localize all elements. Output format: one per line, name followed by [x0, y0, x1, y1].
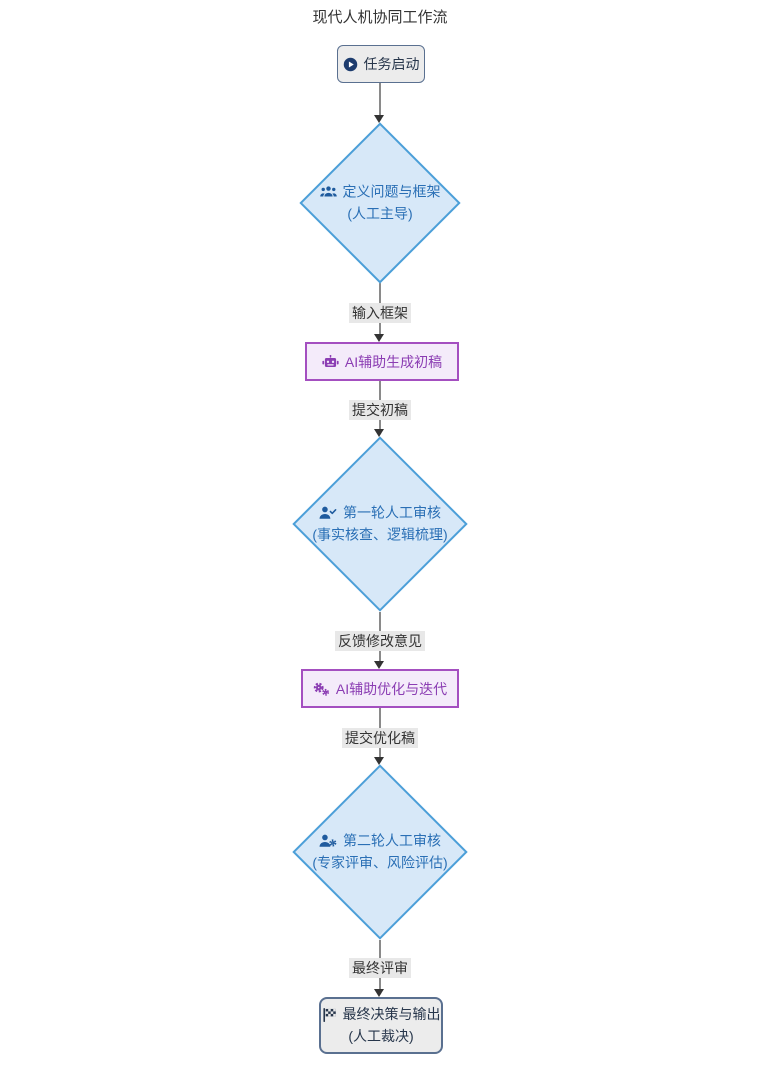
node-label-line2: (专家评审、风险评估) — [312, 854, 448, 870]
arrowhead-icon — [374, 334, 384, 342]
node-task-start: 任务启动 — [337, 45, 425, 83]
node-ai-refine: AI辅助优化与迭代 — [301, 669, 459, 708]
robot-icon — [322, 354, 339, 367]
arrowhead-icon — [374, 429, 384, 437]
node-label-line2: (人工裁决) — [348, 1027, 414, 1044]
edge-label-feedback: 反馈修改意见 — [335, 631, 425, 651]
diagram-title: 现代人机协同工作流 — [312, 9, 448, 26]
node-label-line2: (事实核查、逻辑梳理) — [312, 526, 448, 542]
edge-start-define — [379, 83, 381, 116]
node-label-line2: (人工主导) — [347, 205, 413, 221]
node-label-line1: 第一轮人工审核 — [343, 504, 441, 521]
flag-checkered-icon — [322, 1007, 336, 1022]
edge-label-submit-draft: 提交初稿 — [349, 400, 411, 420]
arrowhead-icon — [374, 757, 384, 765]
node-label-line1: 定义问题与框架 — [342, 183, 441, 200]
user-check-icon — [319, 507, 337, 520]
gears-icon — [313, 682, 329, 696]
node-label: AI辅助生成初稿 — [344, 353, 443, 370]
arrowhead-icon — [374, 115, 384, 123]
node-review2: 第二轮人工审核 (专家评审、风险评估) — [260, 830, 500, 873]
user-gear-icon — [319, 835, 337, 848]
play-circle-icon — [343, 57, 357, 71]
node-review1: 第一轮人工审核 (事实核查、逻辑梳理) — [260, 502, 500, 545]
arrowhead-icon — [374, 661, 384, 669]
node-ai-draft: AI辅助生成初稿 — [305, 342, 459, 381]
edge-label-final-review: 最终评审 — [349, 958, 411, 978]
edge-label-input-frame: 输入框架 — [349, 303, 411, 323]
edge-label-submit-refined: 提交优化稿 — [342, 728, 418, 748]
node-label: AI辅助优化与迭代 — [335, 680, 448, 697]
node-define-problem: 定义问题与框架 (人工主导) — [260, 181, 500, 224]
arrowhead-icon — [374, 989, 384, 997]
node-label-line1: 第二轮人工审核 — [343, 832, 441, 849]
node-final-decision: 最终决策与输出 (人工裁决) — [319, 997, 443, 1054]
node-label-line1: 最终决策与输出 — [342, 1005, 441, 1022]
node-label: 任务启动 — [363, 56, 420, 72]
users-icon — [319, 186, 337, 197]
